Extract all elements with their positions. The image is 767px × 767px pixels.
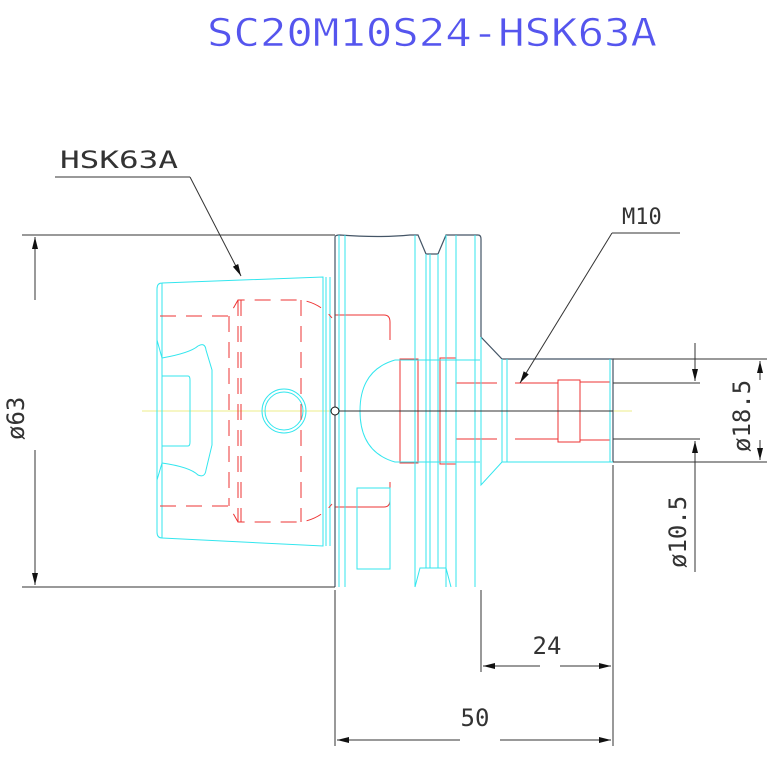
dimension-lines [22,176,767,746]
origin-marker [330,406,340,416]
flange-diameter-label: ø63 [2,397,30,440]
shank-diameter-label: ø18.5 [728,380,756,452]
shank-length-label: 24 [533,632,562,660]
taper-label: HSK63A [60,146,179,174]
drawing-title: SC20M10S24-HSK63A [207,11,657,55]
hsk-taper-outline [156,276,331,547]
thread-label: M10 [622,205,662,230]
bore-diameter-label: ø10.5 [664,496,692,568]
total-length-label: 50 [461,704,490,732]
